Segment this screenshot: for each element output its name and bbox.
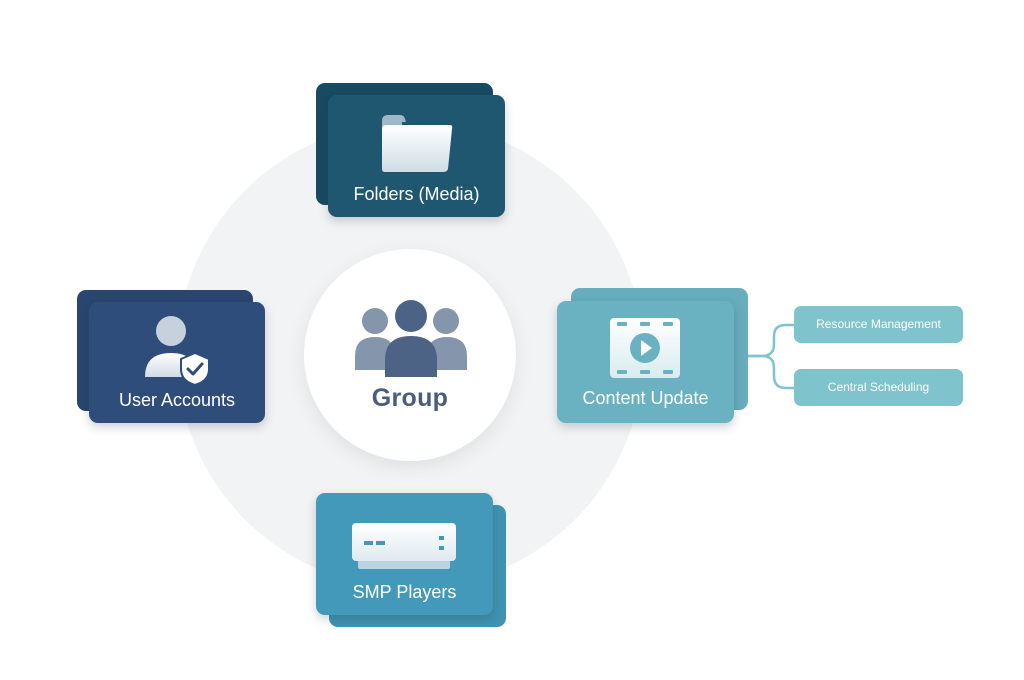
group-icon — [354, 300, 468, 378]
content-update-label: Content Update — [582, 388, 709, 408]
video-icon — [610, 318, 680, 378]
media-player-icon — [352, 523, 456, 571]
resource-management-pill[interactable]: Resource Management — [794, 306, 963, 343]
folders-card[interactable]: Folders (Media) — [328, 95, 505, 217]
central-scheduling-pill[interactable]: Central Scheduling — [794, 369, 963, 406]
folder-icon — [380, 115, 454, 173]
smp-players-card[interactable]: SMP Players — [316, 493, 493, 615]
user-accounts-card[interactable]: User Accounts — [89, 302, 265, 423]
user-shield-icon — [143, 315, 211, 387]
folders-label: Folders (Media) — [353, 184, 480, 204]
content-update-card[interactable]: Content Update — [557, 301, 734, 423]
group-label: Group — [371, 384, 449, 412]
user-accounts-label: User Accounts — [118, 390, 236, 410]
smp-players-label: SMP Players — [352, 582, 457, 602]
